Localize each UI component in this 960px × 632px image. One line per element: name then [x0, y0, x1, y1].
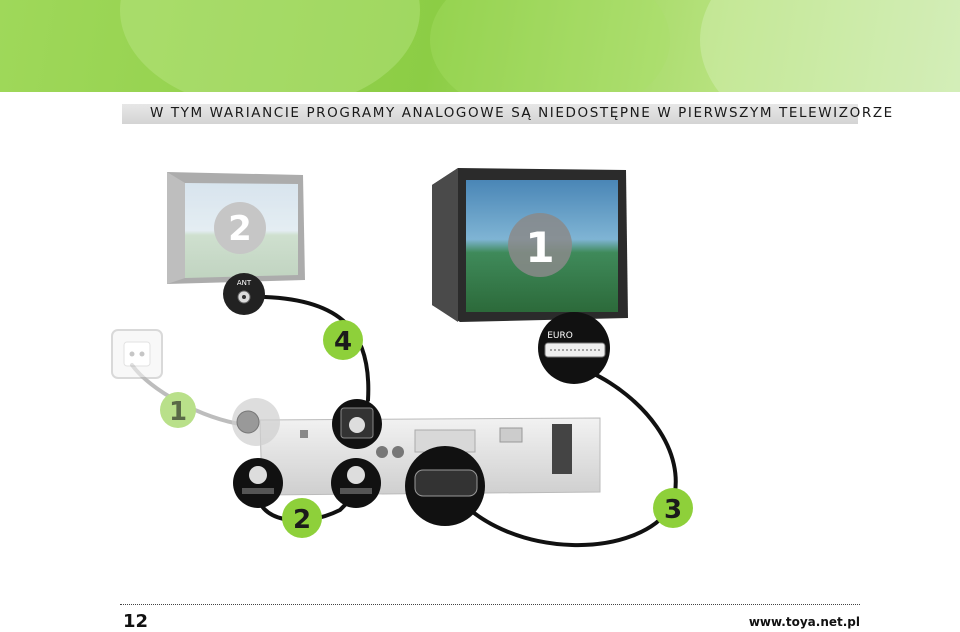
- box-connectors: [232, 398, 485, 526]
- tv-2-number: 2: [228, 209, 252, 249]
- tv-1-number: 1: [525, 223, 554, 272]
- badge-1: 1: [160, 392, 196, 428]
- euro-label: EURO: [547, 331, 573, 341]
- footer-url[interactable]: www.toya.net.pl: [748, 615, 860, 629]
- title-bar: [122, 104, 858, 124]
- page-number: 12: [123, 611, 149, 632]
- euro-connector: EURO: [538, 312, 610, 384]
- page-title: W TYM WARIANCIE PROGRAMY ANALOGOWE SĄ NI…: [150, 105, 894, 121]
- banner-shape: [120, 0, 420, 92]
- badge-3: 3: [653, 488, 693, 528]
- ant-label: ANT: [237, 279, 252, 287]
- tv-1: 1: [432, 168, 628, 322]
- wall-socket: [111, 329, 163, 379]
- footer-divider: [120, 604, 860, 605]
- badge-1-label: 1: [169, 397, 187, 427]
- banner-shape: [430, 0, 670, 92]
- badge-3-label: 3: [664, 495, 682, 525]
- badge-2: 2: [282, 498, 322, 538]
- badge-4-label: 4: [334, 327, 352, 357]
- tv-2: 2: [167, 172, 305, 284]
- badge-2-label: 2: [293, 505, 311, 535]
- header-banner: [0, 0, 960, 92]
- ant-connector: ANT: [223, 273, 265, 315]
- banner-shape: [700, 0, 960, 92]
- connection-diagram: 2 ANT 1 EURO: [111, 168, 693, 548]
- badge-4: 4: [323, 320, 363, 360]
